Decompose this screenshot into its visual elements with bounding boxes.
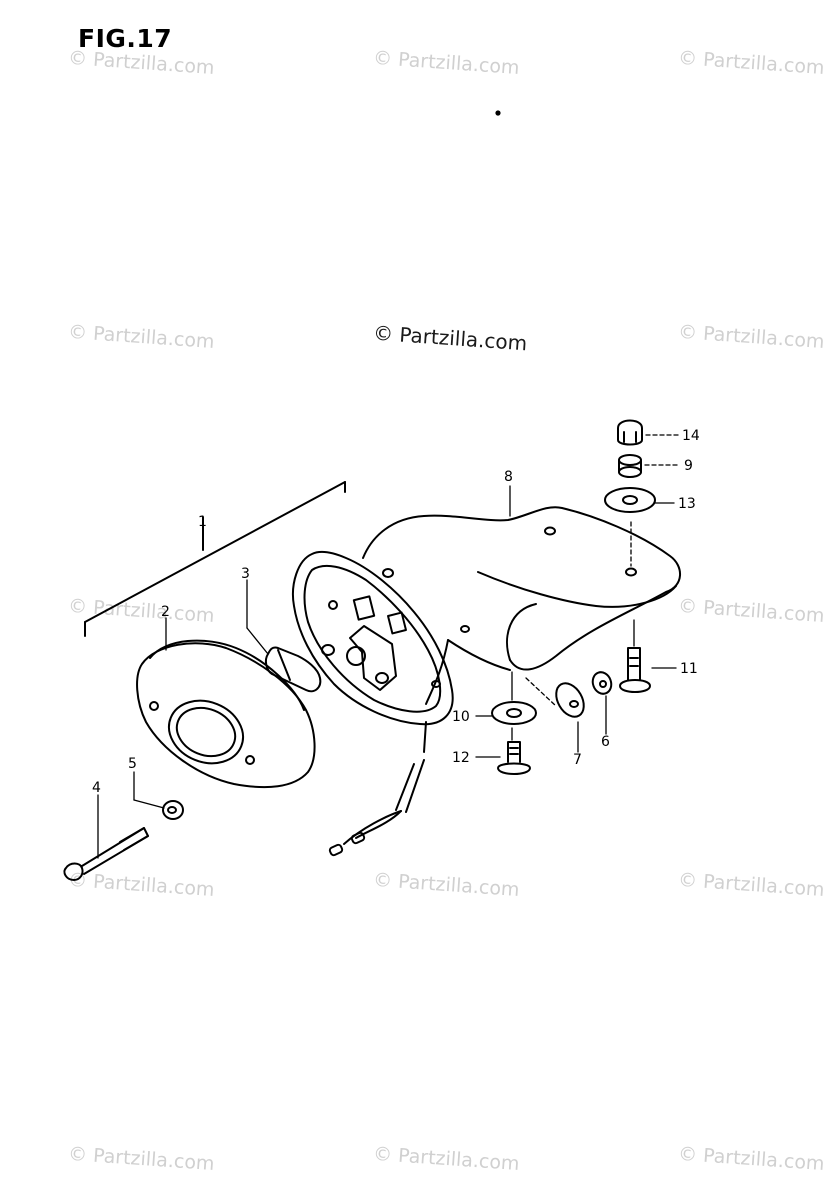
spacer-9 [618,454,642,478]
callout-11: 11 [680,661,698,677]
screw-11 [619,647,651,693]
callout-14: 14 [682,428,700,444]
screw-12 [497,741,531,775]
nut-6 [591,671,613,695]
callout-12: 12 [452,750,470,766]
callout-7: 7 [573,752,582,768]
cap-nut-14 [617,419,643,446]
figure-title: FIG.17 [78,24,173,53]
callout-6: 6 [601,734,610,750]
dot-mark [495,110,501,116]
washer-7 [555,682,585,718]
taillight-bracket [362,506,681,705]
callout-2: 2 [161,604,170,620]
washer-13 [604,487,656,513]
callout-labels: 1 2 3 4 5 6 7 8 9 10 11 12 13 14 [92,428,700,796]
callout-5: 5 [128,756,137,772]
callout-8: 8 [504,469,513,485]
callout-9: 9 [684,458,693,474]
assembly-bracket [84,481,346,637]
washer-10 [491,701,537,725]
lamp-base-plate [292,550,454,726]
callout-13: 13 [678,496,696,512]
lens-screw [63,827,149,881]
washer-5 [162,800,184,820]
lens [136,639,316,789]
leader-lines [97,434,679,859]
callout-1: 1 [198,514,207,530]
callout-10: 10 [452,709,470,725]
callout-3: 3 [241,566,250,582]
callout-4: 4 [92,780,101,796]
wire-harness [328,721,427,857]
